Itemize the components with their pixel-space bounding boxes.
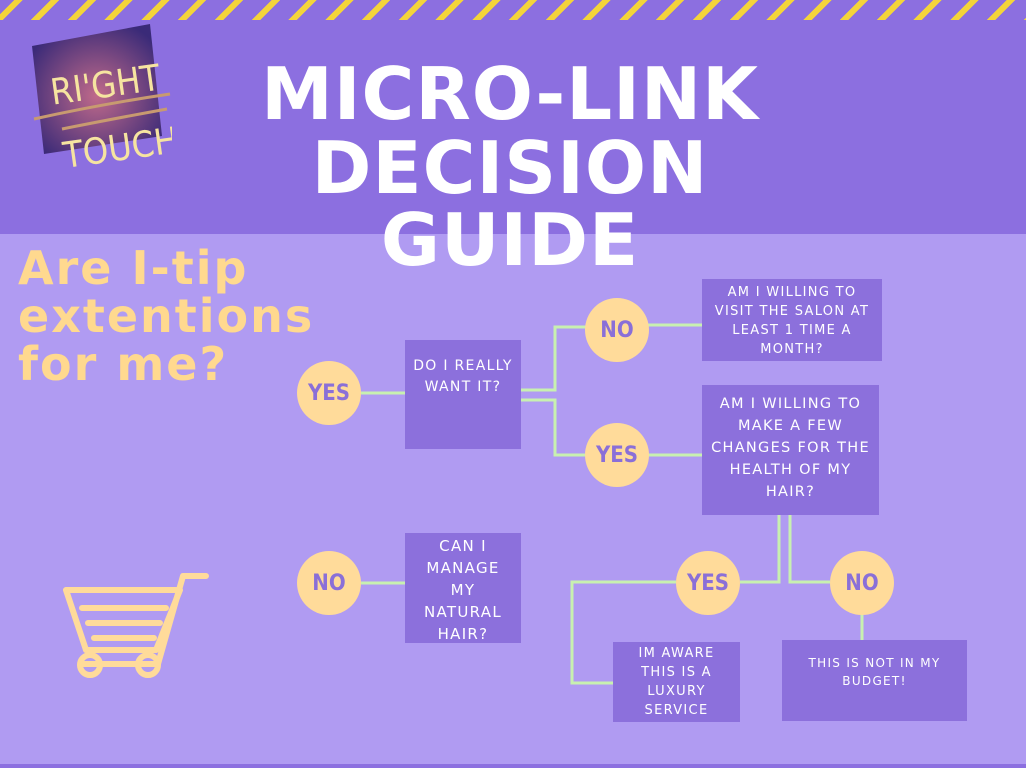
box-luxury: IM AWARE THIS IS A LUXURY SERVICE: [613, 642, 740, 722]
connector: [740, 515, 781, 584]
connector: [521, 325, 588, 392]
question-heading: Are I-tip extentions for me?: [18, 241, 315, 391]
hazard-stripes: [0, 0, 1026, 20]
connector: [788, 515, 830, 584]
shopping-cart-icon: [63, 573, 209, 678]
connector: [521, 398, 588, 457]
box-manage-natural: CAN I MANAGE MY NATURAL HAIR?: [405, 533, 521, 643]
box-visit-salon: AM I WILLING TO VISIT THE SALON AT LEAST…: [702, 279, 882, 361]
right-touch-logo: RI'GHT TOUCH: [32, 24, 172, 177]
title-line-2: DECISION GUIDE: [311, 126, 709, 282]
yes-circle: YES: [585, 423, 649, 487]
yes-circle: YES: [297, 361, 361, 425]
box-budget: THIS IS NOT IN MY BUDGET!: [782, 640, 967, 721]
no-circle: NO: [830, 551, 894, 615]
yes-circle: YES: [676, 551, 740, 615]
no-circle: NO: [585, 298, 649, 362]
box-make-changes: AM I WILLING TO MAKE A FEW CHANGES FOR T…: [702, 385, 879, 515]
box-really-want: DO I REALLY WANT IT?: [405, 340, 521, 449]
header: RI'GHT TOUCH MICRO-LINK DECISION GUIDE: [0, 0, 1026, 276]
no-circle: NO: [297, 551, 361, 615]
title-line-1: MICRO-LINK: [261, 52, 759, 136]
bottom-border: [0, 764, 1026, 768]
